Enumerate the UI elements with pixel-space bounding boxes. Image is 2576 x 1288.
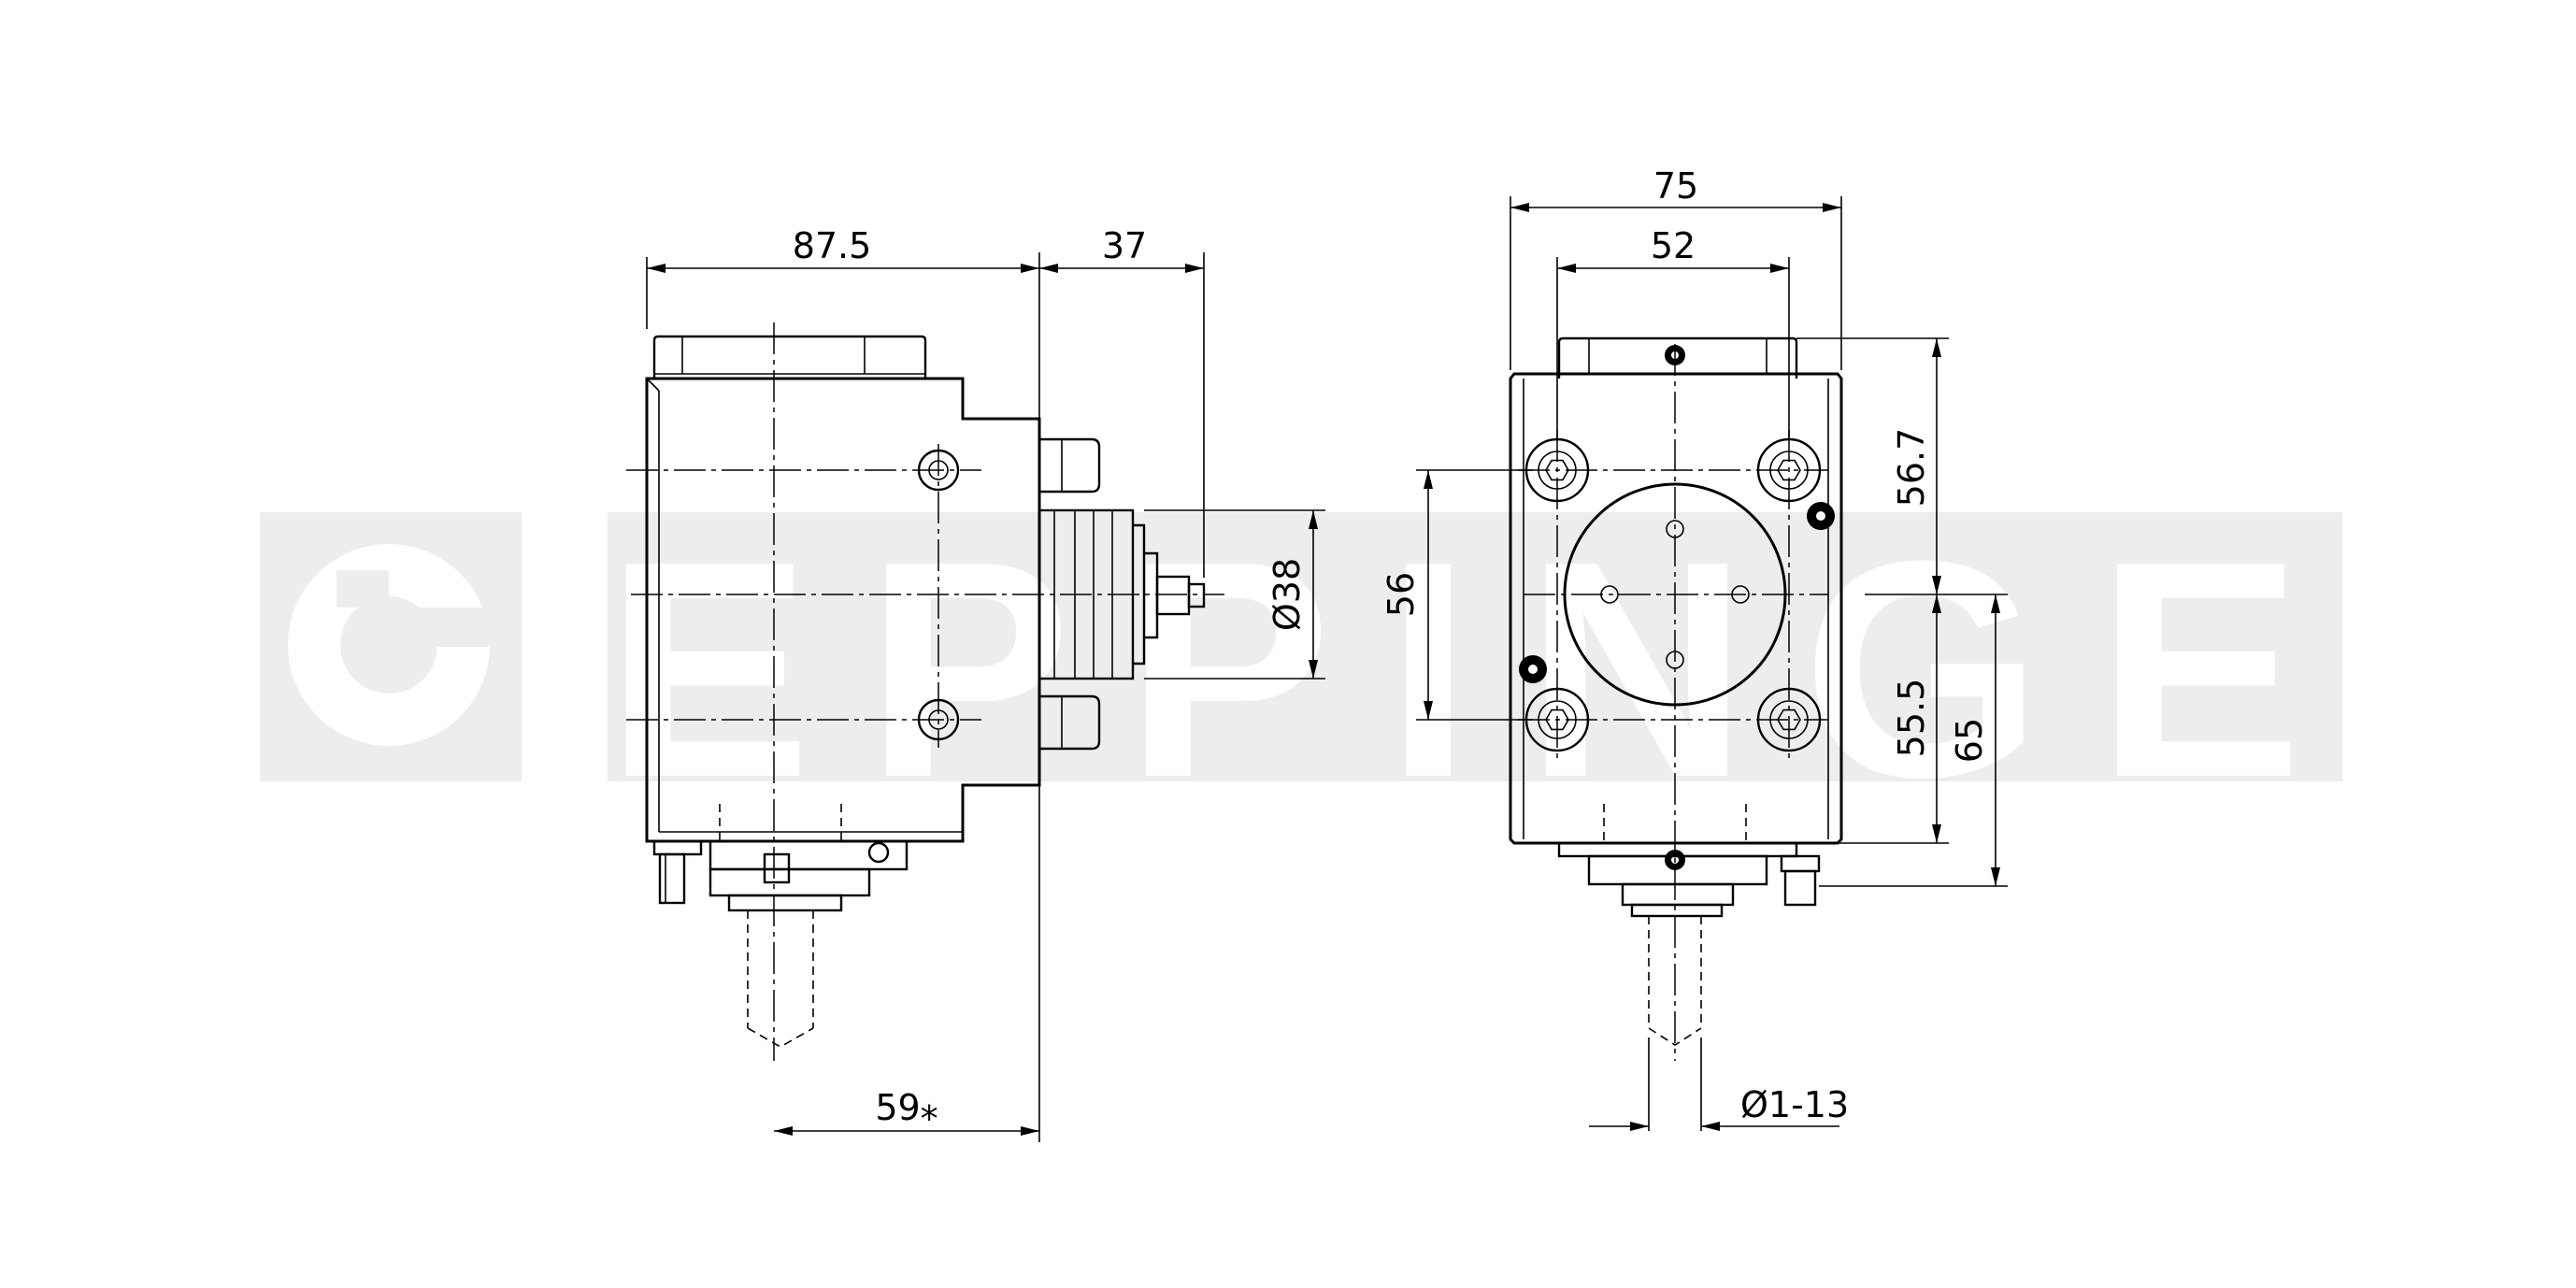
eppinger-e-logo-icon <box>288 544 494 746</box>
front-width-dim-label: 75 <box>1653 165 1698 207</box>
side-view: 87.5 37 Ø38 59⁎ <box>626 225 1325 1142</box>
front-view: 75 52 56 56.7 55.5 65 Ø1-13 <box>1381 165 2008 1131</box>
front-inner-dim-label: 52 <box>1651 225 1696 266</box>
front-collet-dim-label: Ø1-13 <box>1740 1084 1849 1125</box>
side-shaft-dim-label: 37 <box>1102 225 1147 266</box>
side-bottom-dim-label: 59⁎ <box>875 1087 937 1128</box>
side-diameter-dim-label: Ø38 <box>1267 558 1308 631</box>
front-bolt-spacing-dim-label: 56 <box>1381 572 1422 617</box>
side-width-dim-label: 87.5 <box>793 225 872 266</box>
eppinger-watermark: EPPINGER <box>260 496 2576 841</box>
watermark-brand-text: EPPINGER <box>606 496 2576 841</box>
front-lower-dim-label: 55.5 <box>1891 679 1932 758</box>
front-total-dim-label: 65 <box>1949 718 1990 763</box>
watermark-letter-band <box>608 512 2342 781</box>
front-upper-dim-label: 56.7 <box>1891 428 1932 508</box>
